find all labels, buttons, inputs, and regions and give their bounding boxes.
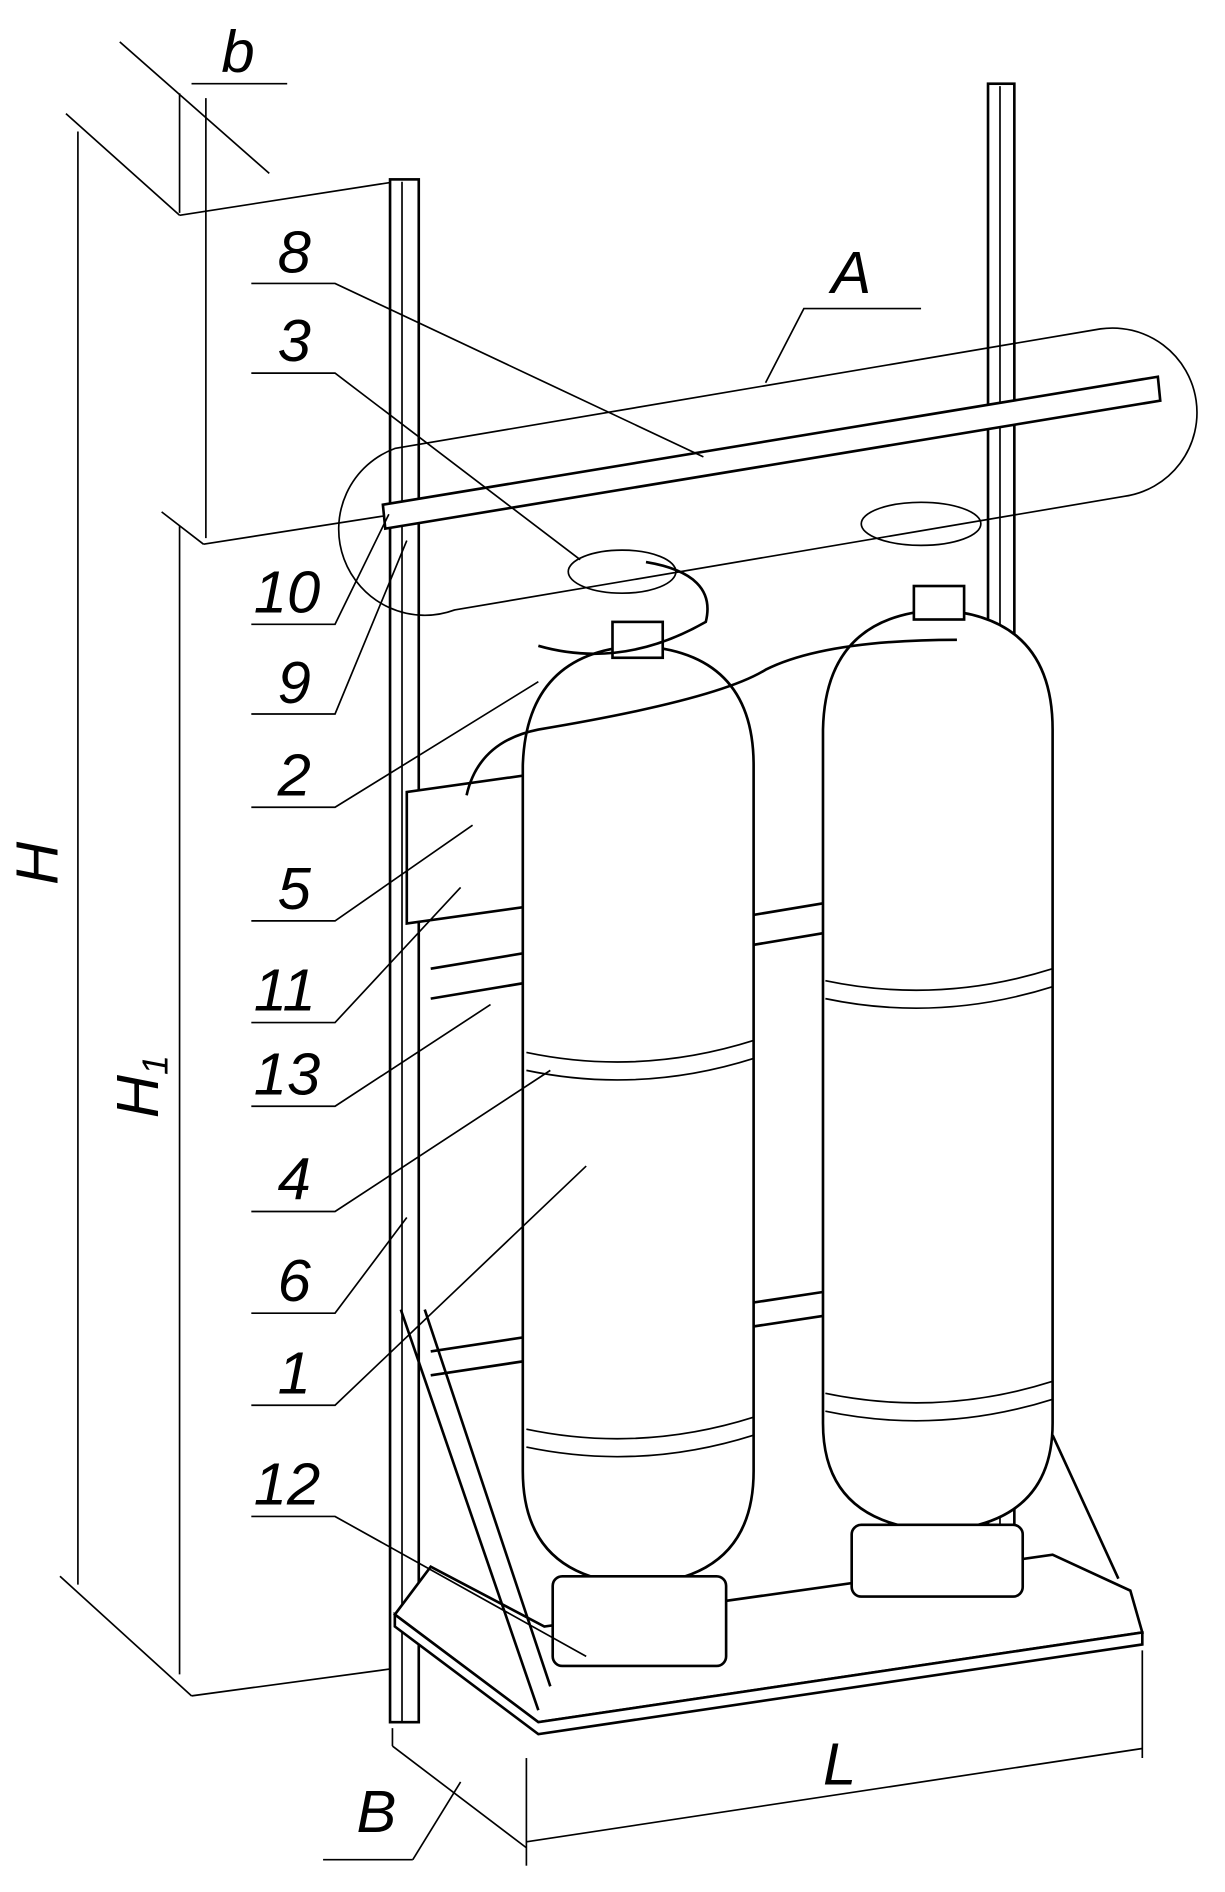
leader-lines [251,282,922,1658]
callout-10: 10 [254,558,321,625]
dimension-H1: H1 [104,1055,176,1118]
dimension-L: L [823,1730,856,1797]
callout-1: 1 [278,1339,311,1406]
gas-cylinders [465,501,1054,1668]
callout-8: 8 [278,219,311,286]
dimension-H1-main: H [104,1074,171,1118]
callout-2: 2 [277,741,311,808]
detail-label-A: A [828,239,871,306]
detail-A-outline [337,327,1198,617]
dimension-H1-sub: 1 [136,1055,176,1075]
dimension-lines [59,41,1144,1866]
callout-5: 5 [278,855,312,922]
callout-9: 9 [278,649,311,716]
callout-11: 11 [254,957,316,1024]
callout-labels: 8 3 10 9 2 5 11 13 4 6 1 12 A b H H1 B L [4,18,872,1845]
callout-4: 4 [278,1146,311,1213]
callout-3: 3 [278,307,311,374]
callout-6: 6 [278,1247,312,1314]
dimension-H: H [4,841,71,885]
dimension-B: B [357,1778,397,1845]
callout-13: 13 [254,1040,321,1107]
dimension-b: b [221,18,254,85]
callout-12: 12 [254,1451,321,1518]
